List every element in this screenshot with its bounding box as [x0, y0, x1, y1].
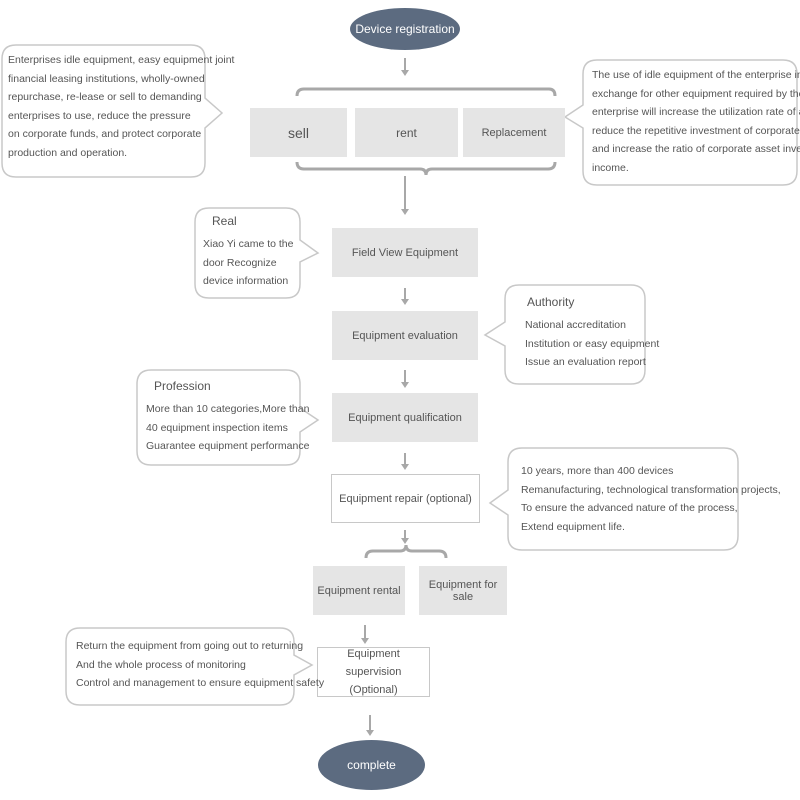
start-node: Device registration — [350, 8, 460, 50]
note-line: 10 years, more than 400 devices — [521, 465, 674, 477]
note-line: 40 equipment inspection items — [146, 421, 288, 434]
rent-label: rent — [396, 125, 417, 140]
left-note: Enterprises idle equipment, easy equipme… — [8, 51, 234, 162]
replacement-label: Replacement — [481, 126, 547, 139]
note-line: More than 10 categories,More than — [146, 403, 310, 415]
step-supervision: Equipment supervision (Optional) — [317, 647, 430, 697]
note-line: Extend equipment life. — [521, 520, 625, 533]
speech-bubble — [1, 44, 224, 178]
arrow-head — [401, 299, 409, 305]
note-line: exchange for other equipment required by… — [592, 87, 800, 100]
supervision-note: Return the equipment from going out to r… — [76, 637, 324, 693]
arrow-head — [401, 538, 409, 544]
profession-note-title: Profession — [154, 379, 211, 393]
real-note: Xiao Yi came to the door Recognize device … — [203, 235, 293, 291]
end-node: complete — [318, 740, 425, 790]
note-line: reduce the repetitive investment of corp… — [592, 124, 800, 137]
arrow-head — [401, 209, 409, 215]
step-label: Equipment for sale — [428, 578, 498, 603]
step-field-view: Field View Equipment — [332, 228, 478, 277]
bracket — [364, 544, 448, 559]
authority-note-title: Authority — [527, 295, 575, 309]
speech-bubble — [65, 627, 314, 706]
note-line: production and operation. — [8, 146, 128, 159]
start-label: Device registration — [355, 22, 455, 36]
bracket — [295, 161, 557, 176]
note-line: National accreditation — [525, 319, 626, 331]
arrow-head — [366, 730, 374, 736]
option-rent: rent — [355, 108, 458, 157]
step-label: Field View Equipment — [351, 246, 459, 259]
note-line: repurchase, re-lease or sell to demandin… — [8, 91, 202, 103]
step-label: Equipment evaluation — [352, 329, 458, 342]
speech-bubble — [194, 207, 320, 299]
end-label: complete — [347, 758, 396, 772]
bracket-top — [295, 87, 557, 97]
speech-bubble — [563, 59, 798, 186]
step-sale: Equipment for sale — [419, 566, 507, 615]
note-line: Control and management to ensure equipme… — [76, 677, 325, 689]
note-line: Institution or easy equipment — [525, 337, 660, 350]
note-line: on corporate funds, and protect corporat… — [8, 128, 202, 140]
speech-bubble — [136, 369, 320, 466]
step-label: Equipment supervision — [345, 648, 402, 678]
profession-note: More than 10 categories,More than 40 equi… — [146, 400, 309, 456]
arrow-head — [361, 638, 369, 644]
option-replacement: Replacement — [463, 108, 565, 157]
note-line: Enterprises idle equipment, easy equipme… — [8, 54, 235, 66]
speech-bubble — [483, 284, 646, 385]
arrow-head — [401, 464, 409, 470]
step-qualification: Equipment qualification — [332, 393, 478, 442]
arrow-head — [401, 70, 409, 76]
note-line: and increase the ratio of corporate asse… — [592, 143, 800, 155]
note-line: financial leasing institutions, wholly-o… — [8, 72, 205, 85]
note-line: Guarantee equipment performance — [146, 440, 310, 452]
note-line: And the whole process of monitoring — [76, 658, 246, 671]
note-line: enterprise will increase the utilization… — [592, 106, 800, 118]
step-label: (Optional) — [349, 684, 398, 696]
note-line: The use of idle equipment of the enterpr… — [592, 69, 800, 81]
step-label: Equipment rental — [317, 584, 401, 597]
note-line: Return the equipment from going out to r… — [76, 640, 304, 652]
note-line: enterprises to use, reduce the pressure — [8, 109, 191, 122]
step-evaluation: Equipment evaluation — [332, 311, 478, 360]
step-repair: Equipment repair (optional) — [331, 474, 480, 523]
note-line: door Recognize — [203, 256, 277, 269]
note-line: income. — [592, 161, 629, 174]
speech-bubble — [488, 447, 739, 551]
note-line: Xiao Yi came to the — [203, 238, 294, 250]
note-line: Issue an evaluation report — [525, 356, 646, 368]
arrow-head — [401, 382, 409, 388]
option-sell: sell — [250, 108, 347, 157]
step-label: Equipment qualification — [348, 411, 462, 424]
note-line: To ensure the advanced nature of the pro… — [521, 502, 738, 514]
sell-label: sell — [287, 124, 309, 141]
real-note-title: Real — [212, 214, 237, 228]
step-label: Equipment repair (optional) — [339, 492, 472, 505]
note-line: Remanufacturing, technological transform… — [521, 483, 781, 496]
step-rental: Equipment rental — [313, 566, 405, 615]
right-note: The use of idle equipment of the enterpr… — [592, 66, 800, 177]
note-line: device information — [203, 275, 289, 287]
